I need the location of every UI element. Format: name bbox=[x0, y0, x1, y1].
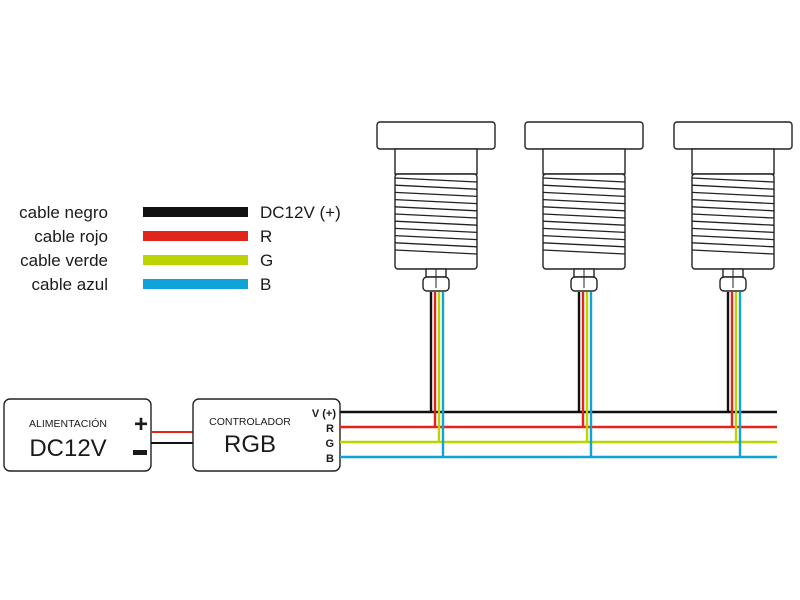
light-cap bbox=[524, 121, 644, 150]
legend-label-red: cable rojo bbox=[34, 227, 108, 246]
rgb-light-2 bbox=[524, 121, 644, 457]
thread-line bbox=[542, 234, 626, 241]
legend-swatch-green bbox=[143, 255, 248, 265]
pin-label-v-plus: V (+) bbox=[312, 408, 336, 420]
rgb-controller: CONTROLADOR RGB V (+) R G B bbox=[192, 398, 341, 472]
legend-value-blue: B bbox=[260, 275, 271, 294]
thread-line bbox=[691, 234, 775, 241]
legend-row-red: cable rojo R bbox=[34, 227, 272, 246]
rgb-light-3 bbox=[673, 121, 793, 457]
rgb-light-1 bbox=[376, 121, 496, 457]
power-supply-box bbox=[3, 398, 152, 472]
pin-label-b: B bbox=[326, 453, 334, 465]
bus-lines bbox=[340, 410, 777, 459]
thread-line bbox=[542, 177, 626, 183]
thread-line bbox=[394, 213, 478, 219]
thread-line bbox=[542, 220, 626, 226]
thread-line bbox=[691, 242, 775, 248]
light-collar bbox=[542, 148, 626, 175]
thread-line bbox=[394, 220, 478, 226]
power-supply-title: ALIMENTACIÓN bbox=[29, 417, 107, 430]
thread-line bbox=[542, 184, 626, 190]
lights bbox=[376, 121, 793, 457]
pin-label-g: G bbox=[325, 438, 334, 450]
controller-title: CONTROLADOR bbox=[209, 416, 291, 428]
light-cap bbox=[376, 121, 496, 150]
thread-line bbox=[542, 227, 626, 234]
thread-line bbox=[394, 249, 478, 255]
thread-line bbox=[542, 206, 626, 212]
thread-line bbox=[691, 227, 775, 234]
thread-line bbox=[691, 184, 775, 190]
thread-line bbox=[691, 249, 775, 255]
thread-line bbox=[394, 227, 478, 234]
thread-line bbox=[542, 191, 626, 198]
light-collar bbox=[691, 148, 775, 175]
legend-label-green: cable verde bbox=[20, 251, 108, 270]
thread-line bbox=[394, 234, 478, 241]
plus-terminal-icon: + bbox=[134, 411, 148, 438]
legend-label-blue: cable azul bbox=[31, 275, 108, 294]
controller-value: RGB bbox=[224, 431, 276, 458]
legend-label-black: cable negro bbox=[19, 203, 108, 222]
legend-value-black: DC12V (+) bbox=[260, 203, 341, 222]
thread-line bbox=[394, 177, 478, 183]
light-cap bbox=[673, 121, 793, 150]
legend-value-red: R bbox=[260, 227, 272, 246]
thread-line bbox=[394, 198, 478, 205]
thread-line bbox=[394, 206, 478, 212]
thread-line bbox=[394, 242, 478, 248]
power-supply: ALIMENTACIÓN DC12V + bbox=[3, 398, 152, 472]
legend-swatch-blue bbox=[143, 279, 248, 289]
thread-line bbox=[542, 198, 626, 205]
thread-line bbox=[394, 191, 478, 198]
cable-legend: cable negro DC12V (+) cable rojo R cable… bbox=[19, 203, 341, 294]
power-supply-value: DC12V bbox=[29, 435, 106, 462]
legend-row-green: cable verde G bbox=[20, 251, 273, 270]
legend-row-black: cable negro DC12V (+) bbox=[19, 203, 341, 222]
pin-label-r: R bbox=[326, 423, 334, 435]
thread-line bbox=[691, 177, 775, 183]
controller-box bbox=[192, 398, 341, 472]
legend-swatch-black bbox=[143, 207, 248, 217]
thread-line bbox=[394, 184, 478, 190]
thread-line bbox=[691, 191, 775, 198]
thread-line bbox=[691, 206, 775, 212]
thread-line bbox=[691, 198, 775, 205]
thread-line bbox=[691, 220, 775, 226]
thread-line bbox=[542, 242, 626, 248]
legend-swatch-red bbox=[143, 231, 248, 241]
thread-line bbox=[542, 213, 626, 219]
thread-line bbox=[691, 213, 775, 219]
minus-terminal-icon bbox=[133, 450, 147, 455]
legend-row-blue: cable azul B bbox=[31, 275, 271, 294]
light-collar bbox=[394, 148, 478, 175]
thread-line bbox=[542, 249, 626, 255]
legend-value-green: G bbox=[260, 251, 273, 270]
